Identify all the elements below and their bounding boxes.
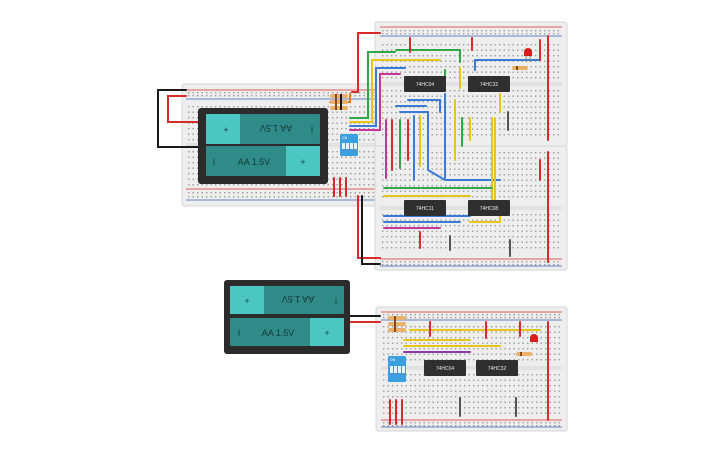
chip-74hc04-bottom[interactable]: 74HC04	[424, 360, 466, 376]
plus-icon: +	[223, 125, 228, 135]
chip-label: 74HC04	[416, 82, 435, 88]
battery-cell-upper: + AA 1.5V I	[230, 286, 344, 314]
chip-74hc04-top[interactable]: 74HC04	[404, 76, 446, 92]
battery-cell-lower: I AA 1.5V +	[206, 146, 320, 176]
dip-switch-top[interactable]: ON	[340, 134, 358, 156]
chip-74hc32-bottom[interactable]: 74HC32	[476, 360, 518, 376]
plus-icon: +	[300, 157, 305, 167]
led-top[interactable]	[524, 48, 532, 62]
plus-icon: +	[324, 328, 329, 338]
chip-label: 74HC32	[480, 82, 499, 88]
dip-switch-bottom[interactable]: ON	[388, 356, 406, 382]
chip-label: 74HC32	[488, 366, 507, 372]
battery-label: AA 1.5V	[262, 328, 295, 338]
battery-pack-top[interactable]: + AA 1.5V I I AA 1.5V +	[198, 108, 328, 184]
chip-label: 74HC11	[416, 206, 434, 212]
battery-label: AA 1.5V	[282, 294, 315, 304]
led-bottom[interactable]	[530, 334, 538, 342]
dip-on-label: ON	[390, 358, 396, 362]
chip-74hc08-top[interactable]: 74HC08	[468, 200, 510, 216]
resistor-bank-bottom[interactable]	[388, 316, 406, 332]
battery-label: AA 1.5V	[260, 123, 293, 133]
battery-pack-bottom[interactable]: + AA 1.5V I I AA 1.5V +	[224, 280, 350, 354]
breadboard-bottom[interactable]	[375, 306, 568, 432]
minus-icon: I	[213, 157, 216, 167]
battery-label: AA 1.5V	[238, 157, 271, 167]
resistor-bottom[interactable]	[516, 352, 532, 356]
battery-cell-lower: I AA 1.5V +	[230, 318, 344, 346]
resistor-top[interactable]	[512, 66, 528, 70]
chip-label: 74HC04	[436, 366, 455, 372]
plus-icon: +	[244, 296, 249, 306]
chip-74hc11-top[interactable]: 74HC11	[404, 200, 446, 216]
dip-on-label: ON	[342, 136, 348, 140]
chip-74hc32-top[interactable]: 74HC32	[468, 76, 510, 92]
resistor-bank-top[interactable]	[330, 94, 348, 110]
chip-label: 74HC08	[480, 206, 499, 212]
minus-icon: I	[311, 125, 314, 135]
minus-icon: I	[238, 328, 241, 338]
wires-bottom-circuit[interactable]	[347, 315, 549, 425]
minus-icon: I	[335, 296, 338, 306]
battery-cell-upper: + AA 1.5V I	[206, 114, 320, 144]
